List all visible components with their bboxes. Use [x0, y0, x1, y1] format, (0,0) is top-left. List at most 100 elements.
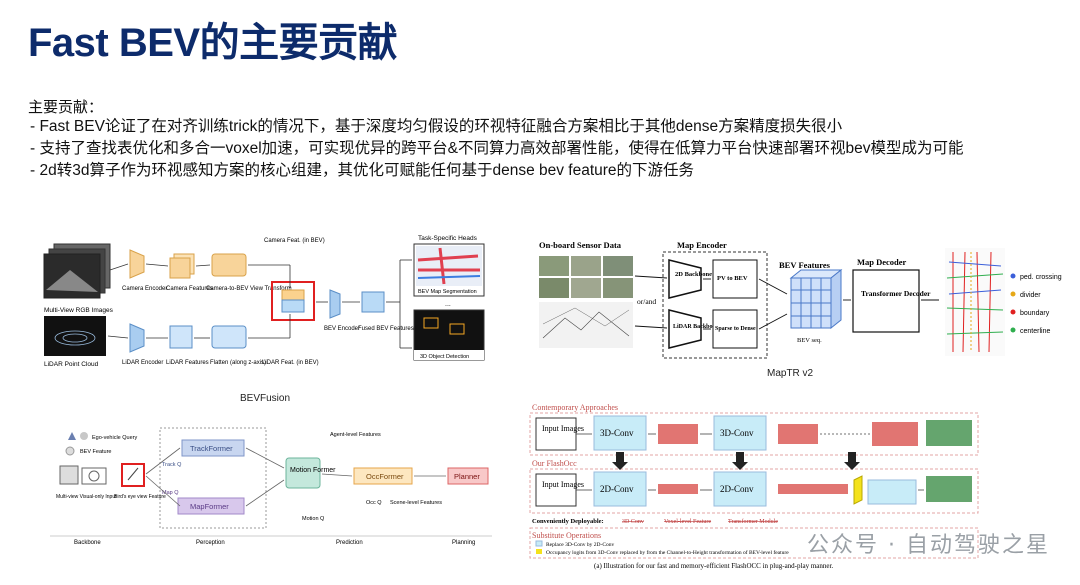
planner-label: Planner	[454, 472, 480, 481]
input-bottom-label: Input Images	[542, 480, 584, 489]
bevfusion-caption: BEVFusion	[240, 393, 291, 404]
cam-encoder-label: Camera Encoder	[122, 286, 167, 292]
stage-planning: Planning	[452, 540, 475, 546]
camera-encoder-shape	[129, 249, 145, 279]
or-and-label: or/and	[637, 297, 656, 306]
lidar-features-shape	[169, 325, 193, 349]
lidar-features-label: LiDAR Features	[166, 360, 209, 366]
cam-feat-bev-label: Camera Feat. (in BEV)	[264, 238, 325, 244]
legend-centerline: centerline	[1020, 328, 1050, 335]
bev-encoder-shape	[329, 289, 341, 319]
contemporary-label: Contemporary Approaches	[532, 403, 618, 412]
substitute-item-2: Occupancy logits from 3D-Conv replaced b…	[546, 549, 789, 556]
legend-ped-swatch	[1010, 273, 1016, 279]
occ-logits	[867, 479, 917, 505]
legend-divider: divider	[1020, 292, 1041, 299]
conv3d-label-1: 3D-Conv	[600, 428, 634, 438]
ours-label: Our FlashOcc	[532, 459, 577, 468]
voxel-feat-1	[658, 424, 698, 444]
legend-centerline-swatch	[1010, 327, 1016, 333]
stage-perception: Perception	[196, 540, 225, 546]
bullet-2: - 支持了查找表优化和多合一voxel加速，可实现优异的跨平台&不同算力高效部署…	[30, 140, 964, 157]
agent-level-label: Agent-level Features	[330, 432, 381, 438]
bev-encoder-label: BEV Encoder	[324, 326, 360, 332]
legend-divider-swatch	[1010, 291, 1016, 297]
camera-grid	[539, 256, 633, 298]
conv2d-box-2	[713, 471, 767, 507]
channel-to-height	[853, 475, 863, 505]
flashocc-figure: Contemporary Approaches Our FlashOcc Inp…	[529, 403, 979, 570]
cam-to-bev-shape	[211, 253, 247, 277]
pv-bev-label: PV to BEV	[717, 275, 748, 282]
rgb-label: Multi-View RGB Images	[44, 307, 114, 314]
lidar-label: LiDAR Point Cloud	[44, 361, 99, 368]
map-output	[945, 248, 1005, 356]
substitute-label: Substitute Operations	[532, 531, 601, 540]
fusion-highlight	[271, 281, 315, 321]
sparse-dense-label: Sparse to Dense	[715, 326, 756, 332]
mapformer-label: MapFormer	[190, 502, 229, 511]
birds-eye-label: Bird's eye view Feature	[114, 494, 166, 500]
lidar-feat-bev-label: LiDAR Feat. (in BEV)	[262, 360, 319, 366]
bev-features-label: BEV Features	[779, 260, 831, 270]
contribution-heading: 主要贡献：	[28, 99, 104, 116]
bev-feat-2	[778, 484, 818, 494]
occ-output-top	[926, 420, 972, 446]
lidar-backbone-label: LiDAR Backbone	[673, 324, 719, 330]
conv2d-label-2: 2D-Conv	[720, 484, 754, 494]
legend-boundary-swatch	[1010, 309, 1016, 315]
transformer-decoder-box	[852, 269, 920, 333]
motion-former-box	[285, 457, 321, 489]
bullet-3: - 2d转3d算子作为环视感知方案的核心组建，其优化可赋能任何基于dense b…	[30, 162, 695, 179]
voxel-feat-3	[872, 422, 918, 446]
conv2d-label-1: 2D-Conv	[600, 484, 634, 494]
map-encoder-label: Map Encoder	[677, 240, 727, 250]
bullet-1: - Fast BEV论证了在对齐训练trick的情况下，基于深度均匀假设的环视特…	[30, 118, 843, 135]
flatten-label: Flatten (along z-axis)	[210, 360, 266, 366]
map-encoder-box	[662, 251, 768, 359]
transformer-decoder-label: Transformer Decoder	[861, 289, 931, 298]
conv3d-box-2	[713, 415, 767, 451]
det-label: 3D Object Detection	[420, 354, 469, 360]
trackformer-box	[181, 439, 245, 457]
ego-query-icon	[68, 432, 76, 440]
track-q-label: Track Q	[162, 462, 182, 468]
flashocc-caption: (a) Illustration for our fast and memory…	[594, 562, 833, 570]
bevfusion-figure: Multi-View RGB Images LiDAR Point Cloud …	[43, 235, 485, 368]
legend-ped: ped. crossing	[1020, 274, 1062, 281]
mapformer-box	[177, 497, 245, 515]
trackformer-label: TrackFormer	[190, 444, 233, 453]
lidar-backbone-shape	[668, 309, 702, 349]
occformer-label: OccFormer	[366, 472, 404, 481]
uniad-figure: Ego-vehicle Query BEV Feature Multi-view…	[50, 427, 492, 546]
deploy-item-1: 3D Conv	[622, 519, 644, 525]
lidar-encoder-shape	[129, 323, 145, 353]
bev-feature-legend: BEV Feature	[80, 449, 112, 455]
map-decoder-label: Map Decoder	[857, 257, 907, 267]
multiview-label: Multi-view Visual-only Input	[56, 494, 117, 500]
occformer-box	[353, 467, 413, 485]
deployable-label: Conveniently Deployable:	[532, 518, 604, 525]
pv-bev-box	[712, 259, 758, 299]
watermark: 公众号 · 自动驾驶之星	[807, 533, 1050, 558]
camera-features-shape	[169, 253, 195, 279]
cam-to-bev-label: Camera-to-BEV View Transform	[206, 286, 292, 292]
flatten-shape	[211, 325, 247, 349]
map-q-label: Map Q	[162, 490, 179, 496]
voxel-feat-2	[778, 424, 818, 444]
planner-box	[447, 467, 489, 485]
conv3d-box-1	[593, 415, 647, 451]
sensor-label: On-board Sensor Data	[539, 240, 622, 250]
slide-title: Fast BEV的主要贡献	[28, 21, 398, 65]
seg-label: BEV Map Segmentation	[418, 289, 477, 295]
scene-level-label: Scene-level Features	[390, 500, 442, 506]
lidar-cloud	[44, 316, 106, 356]
heads-label: Task-Specific Heads	[418, 235, 478, 242]
conv3d-label-2: 3D-Conv	[720, 428, 754, 438]
sparse-dense-box	[712, 309, 758, 349]
query-circle-icon	[80, 432, 88, 440]
deploy-item-2: Voxel-level Feature	[664, 519, 711, 525]
deploy-item-3: Transformer Module	[728, 518, 778, 525]
bev-feat-1	[658, 484, 698, 494]
conv2d-box-1	[593, 471, 647, 507]
